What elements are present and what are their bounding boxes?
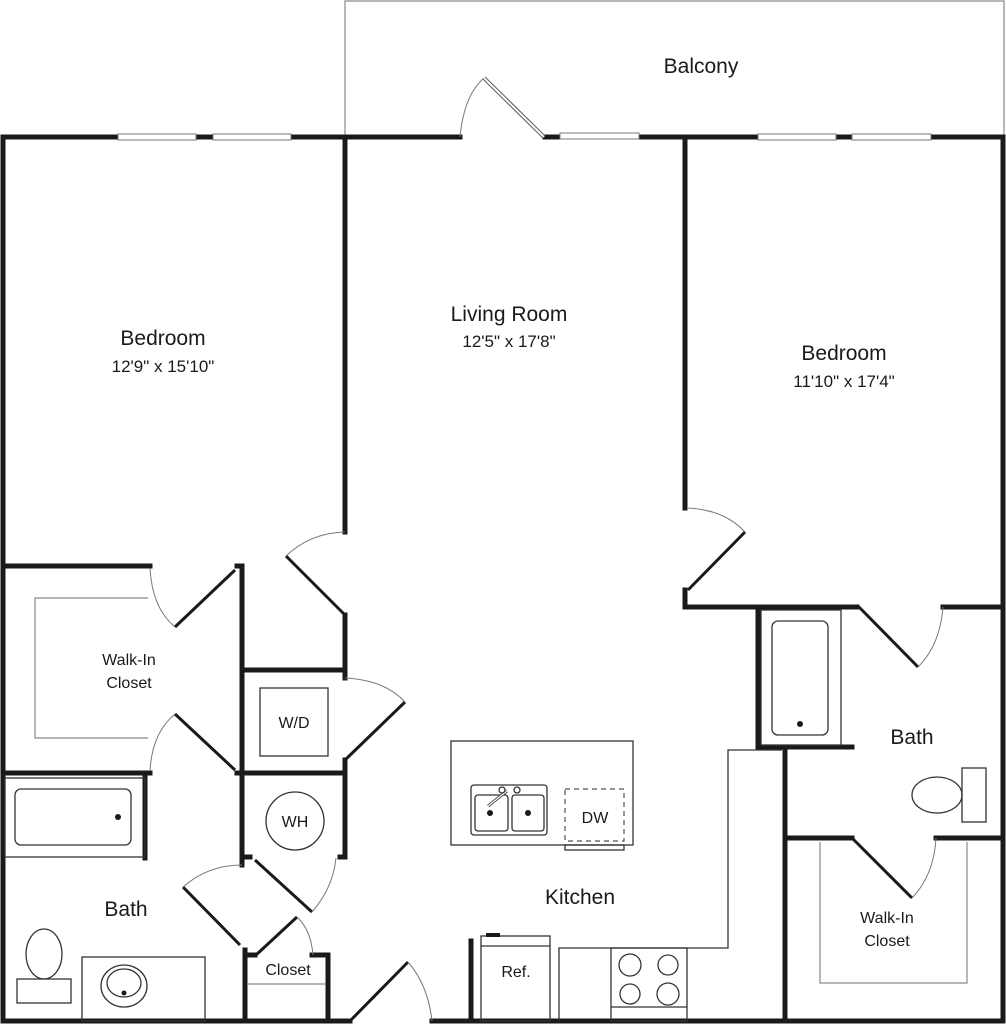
- bedroom-left-dimensions: 12'9" x 15'10": [112, 357, 215, 376]
- washer-dryer-box: [259, 687, 329, 757]
- walkin-left-label-line2: Closet: [106, 675, 152, 692]
- walkin-left-label-line1: Walk-In: [102, 652, 156, 669]
- right-toilet-icon: [911, 767, 987, 823]
- windows: [117, 132, 932, 141]
- balcony: [344, 0, 1005, 137]
- washer-dryer-label: W/D: [278, 715, 309, 732]
- bedroom-right-dimensions: 11'10" x 17'4": [793, 372, 894, 391]
- water-heater-circle: [265, 791, 325, 851]
- exterior-walls: [0, 134, 1006, 1024]
- bath-left-label: Bath: [104, 898, 147, 921]
- water-heater-label: WH: [282, 814, 309, 831]
- doors: [149, 507, 944, 1023]
- bedroom-left-label: Bedroom: [120, 327, 205, 350]
- walkin-right-label-line1: Walk-In: [860, 910, 914, 927]
- balcony-label: Balcony: [664, 55, 739, 78]
- refrigerator: [480, 933, 551, 1022]
- dishwasher-label: DW: [582, 810, 610, 827]
- kitchen-label: Kitchen: [545, 886, 615, 909]
- bedroom-right-label: Bedroom: [801, 342, 886, 365]
- closet-label: Closet: [265, 962, 311, 979]
- kitchen-counter: [558, 749, 782, 1021]
- living-room-label: Living Room: [451, 303, 568, 326]
- left-vanity: [81, 956, 206, 1022]
- refrigerator-label: Ref.: [501, 964, 530, 981]
- interior-walls: [0, 134, 1006, 1024]
- walkin-right-label-line2: Closet: [864, 933, 910, 950]
- closet-shelving: [34, 597, 968, 984]
- left-bathtub: [4, 777, 146, 858]
- bath-right-label: Bath: [890, 726, 933, 749]
- balcony-door: [459, 76, 546, 139]
- range-stove-icon: [610, 947, 688, 1022]
- kitchen-island: [450, 740, 634, 851]
- living-room-dimensions: 12'5" x 17'8": [462, 332, 555, 351]
- left-toilet-icon: [16, 928, 72, 1004]
- right-bathtub: [760, 609, 842, 746]
